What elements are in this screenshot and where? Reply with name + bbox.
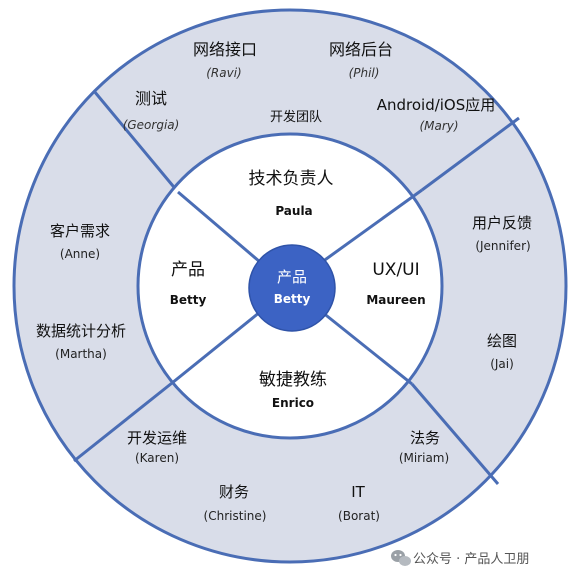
outer-devops-name: (Karen)	[135, 451, 179, 465]
inner-divider-nw	[177, 190, 261, 264]
outer-mobile-app-name: (Mary)	[419, 119, 458, 133]
team-label: 开发团队	[270, 109, 322, 125]
inner-top-role: 技术负责人	[249, 169, 334, 189]
outer-devops-role: 开发运维	[127, 429, 187, 447]
outer-legal-name: (Miriam)	[399, 451, 449, 465]
outer-user-feedback-role: 用户反馈	[472, 214, 532, 232]
divider-nw	[92, 90, 180, 193]
wechat-icon	[391, 550, 411, 566]
inner-divider-se	[321, 310, 413, 386]
center-role: 产品	[277, 268, 307, 286]
outer-data-analysis-role: 数据统计分析	[36, 322, 126, 340]
center-circle	[248, 244, 336, 332]
outer-finance-role: 财务	[219, 483, 249, 501]
outer-user-feedback-name: (Jennifer)	[475, 239, 530, 253]
outer-testing-role: 测试	[135, 89, 167, 108]
center-name: Betty	[274, 292, 311, 306]
inner-bottom-role: 敏捷教练	[259, 370, 327, 390]
inner-divider-sw	[171, 310, 261, 385]
inner-divider-ne	[321, 188, 423, 264]
outer-it-name: (Borat)	[338, 509, 380, 523]
divider-ne	[421, 116, 520, 192]
divider-sw	[73, 381, 173, 463]
outer-testing-name: (Georgia)	[123, 118, 180, 132]
outer-network-interface-name: (Ravi)	[206, 66, 242, 80]
inner-left-name: Betty	[170, 293, 207, 307]
outer-drawing-name: (Jai)	[490, 357, 514, 371]
outer-data-analysis-name: (Martha)	[55, 347, 107, 361]
outer-it-role: IT	[351, 483, 365, 501]
outer-network-backend-name: (Phil)	[349, 66, 380, 80]
divider-se	[410, 383, 500, 485]
inner-right-name: Maureen	[366, 293, 425, 307]
watermark-text: 公众号 · 产品人卫朋	[413, 552, 529, 567]
inner-bottom-name: Enrico	[272, 396, 314, 410]
outer-network-interface-role: 网络接口	[193, 40, 257, 59]
outer-mobile-app-role: Android/iOS应用	[377, 96, 496, 114]
inner-top-name: Paula	[275, 204, 312, 218]
inner-right-role: UX/UI	[372, 260, 419, 280]
outer-finance-name: (Christine)	[204, 509, 267, 523]
outer-customer-needs-name: (Anne)	[60, 247, 100, 261]
outer-customer-needs-role: 客户需求	[50, 222, 110, 240]
inner-left-role: 产品	[171, 260, 205, 280]
outer-drawing-role: 绘图	[487, 332, 517, 350]
outer-legal-role: 法务	[410, 429, 440, 447]
outer-network-backend-role: 网络后台	[329, 40, 393, 59]
